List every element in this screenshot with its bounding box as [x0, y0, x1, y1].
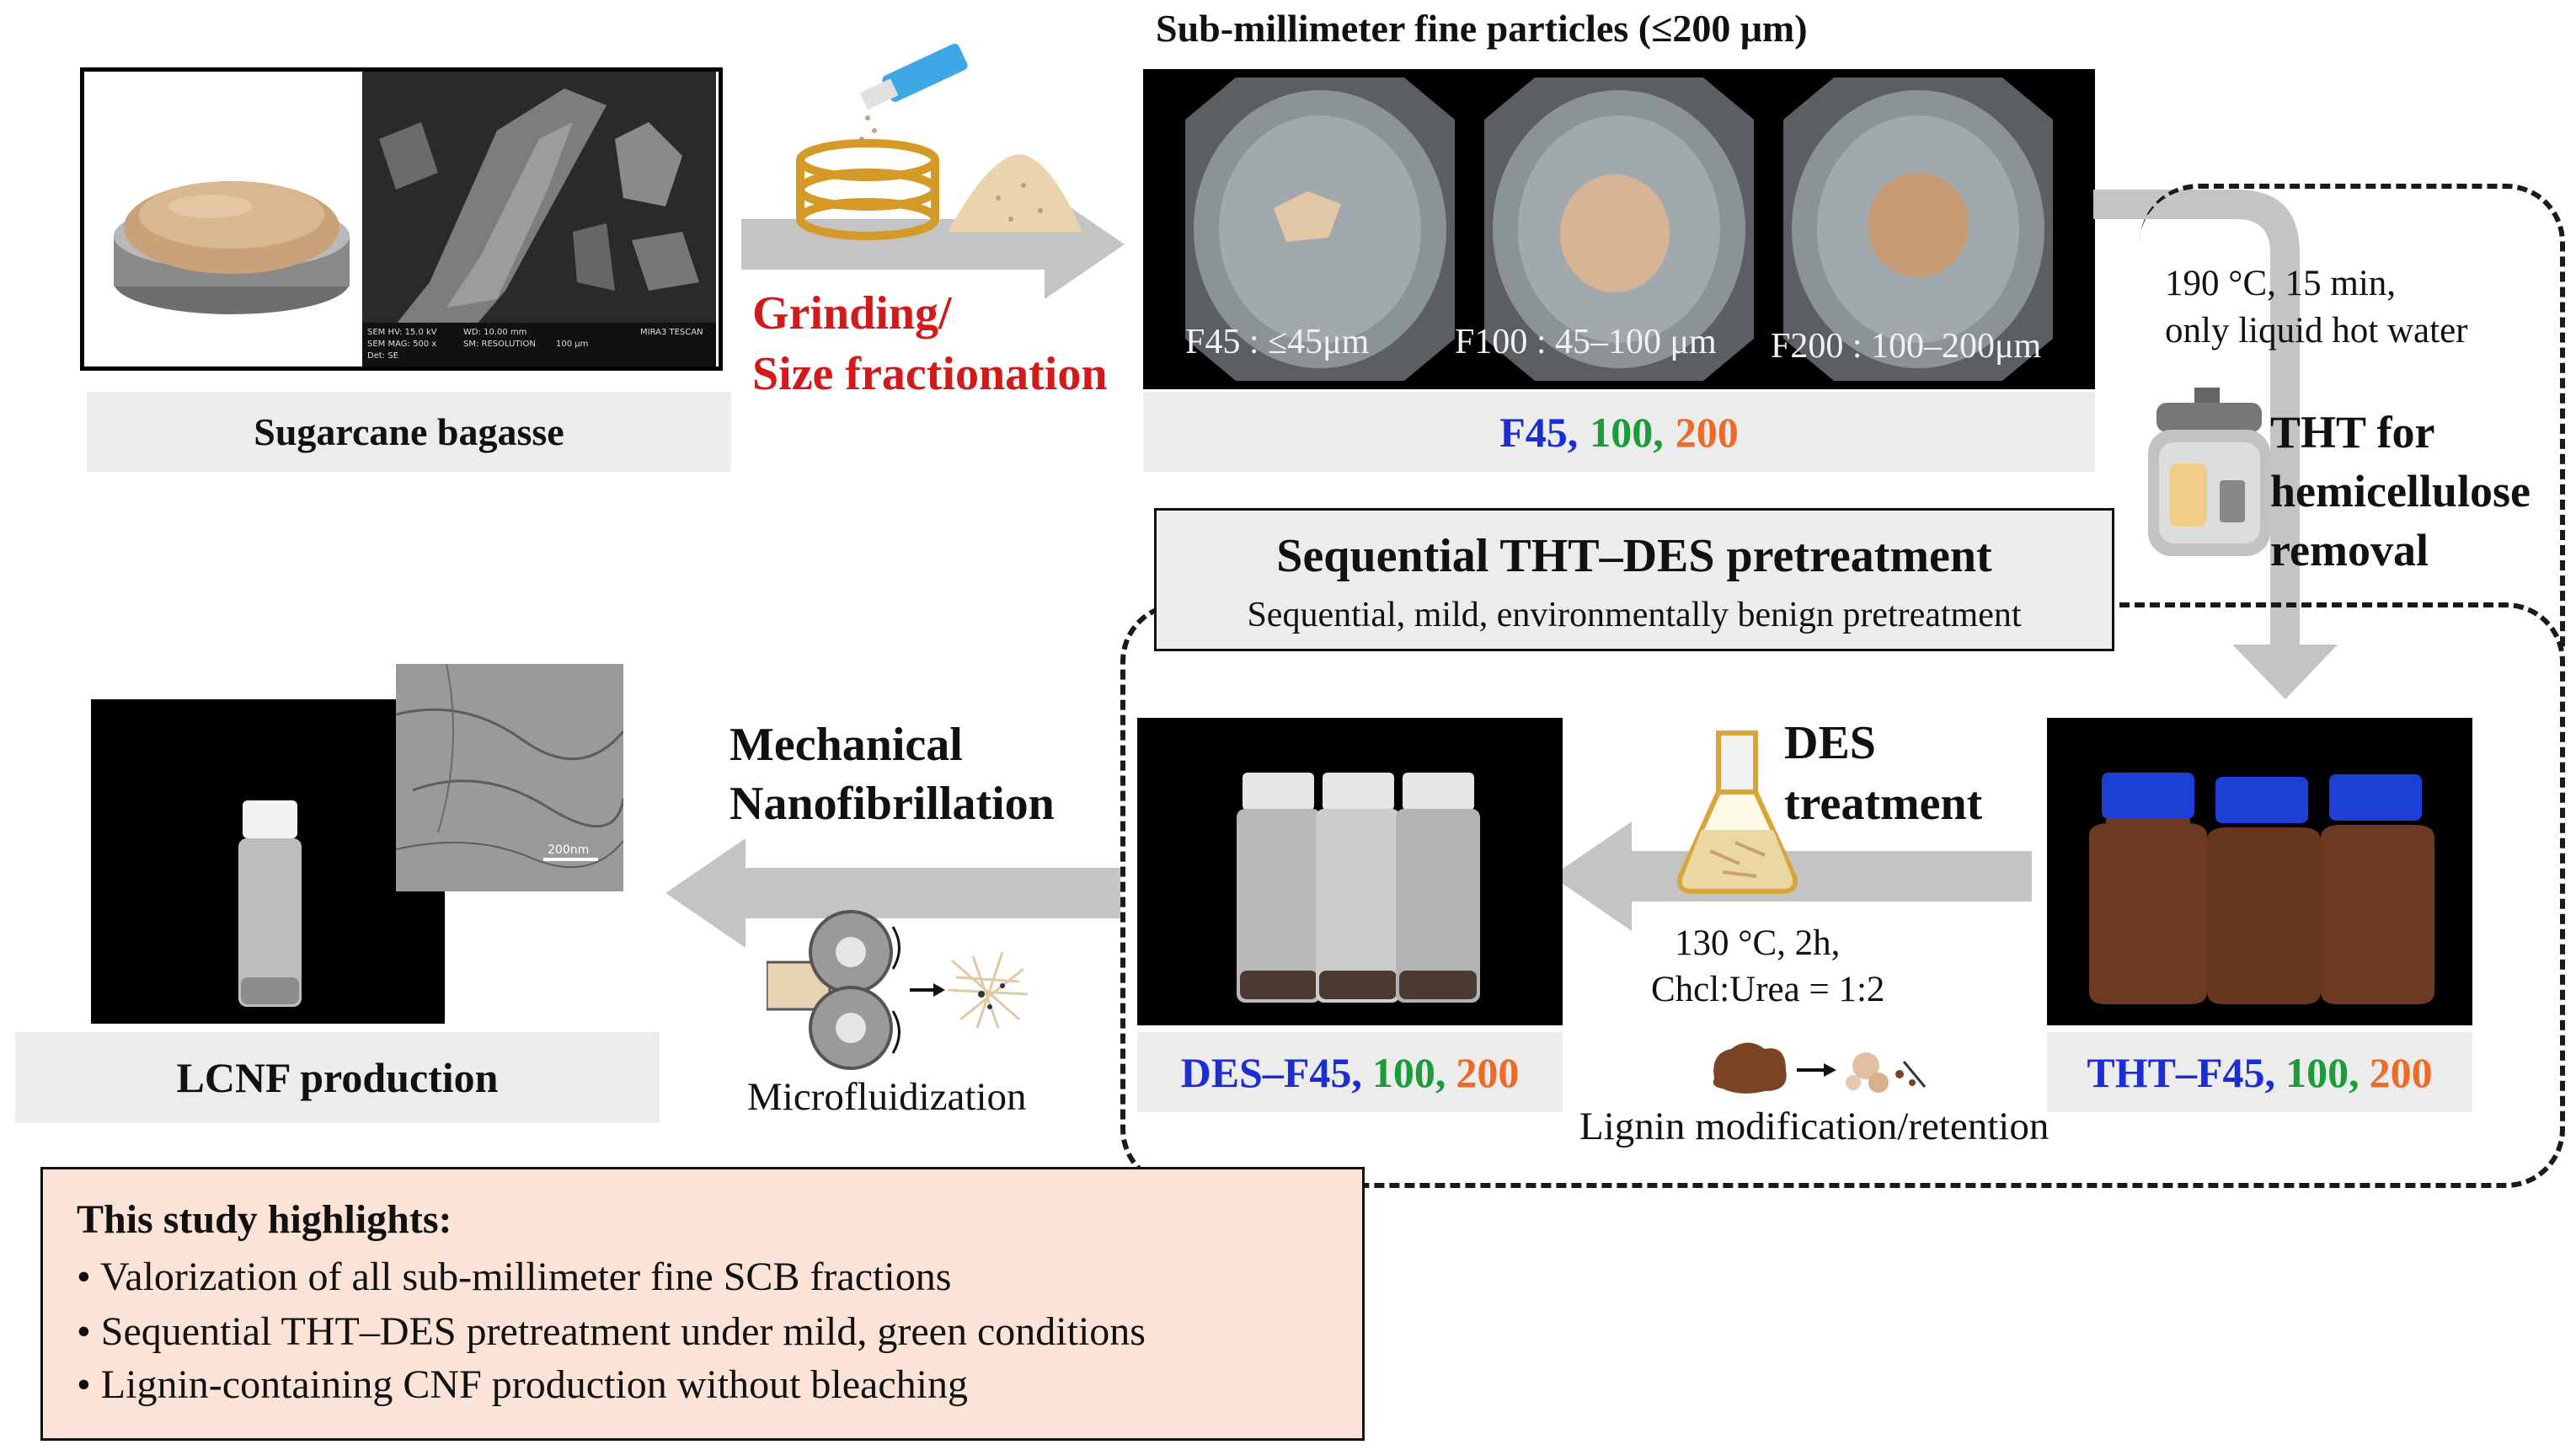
microfluidizer-icon: [767, 910, 1029, 1070]
tem-scale-label: 200nm: [548, 843, 589, 857]
sugarcane-caption: Sugarcane bagasse: [87, 392, 731, 472]
highlight-item-1: • Valorization of all sub-millimeter fin…: [77, 1255, 952, 1299]
tht-caption-f45: THT–F45,: [2087, 1048, 2276, 1096]
sem-info-6: 100 μm: [556, 340, 588, 349]
tht-caption: THT–F45, 100, 200: [2047, 1032, 2472, 1112]
fractions-caption-f45: F45,: [1499, 408, 1579, 456]
flask-icon: [1677, 730, 1798, 894]
microfluidization-label: Microfluidization: [747, 1075, 1027, 1119]
grinding-label-1: Grinding/: [752, 287, 952, 340]
highlights-title: This study highlights:: [77, 1197, 452, 1242]
des-samples-photo: [1137, 718, 1563, 1025]
sieve-icon: [796, 43, 968, 240]
sem-info-7: Det: SE: [367, 351, 398, 361]
tht-caption-200: 200: [2369, 1048, 2433, 1096]
pressure-cooker-icon: [2148, 388, 2270, 556]
mech-label-1: Mechanical: [730, 719, 963, 771]
highlight-item-2: • Sequential THT–DES pretreatment under …: [77, 1309, 1146, 1354]
fractions-caption-100: 100,: [1590, 408, 1664, 456]
grinding-arrow: [741, 190, 1125, 299]
fractions-title: Sub-millimeter fine particles (≤200 μm): [1156, 7, 1808, 50]
lcnf-caption: LCNF production: [15, 1032, 660, 1123]
des-condition-2: Chcl:Urea = 1:2: [1651, 970, 1885, 1009]
tht-label-2: hemicellulose: [2270, 466, 2531, 516]
tht-bend-arrow: [2093, 190, 2338, 699]
des-caption-200: 200: [1456, 1048, 1520, 1096]
tht-condition-2: only liquid hot water: [2165, 311, 2468, 350]
sem-info-5: SM: RESOLUTION: [463, 340, 536, 349]
tht-label-3: removal: [2270, 525, 2429, 575]
f100-label: F100 : 45–100 μm: [1455, 323, 1717, 361]
des-caption-f45: DES–F45,: [1180, 1048, 1362, 1096]
fractions-photo: F45 : ≤45μm F100 : 45–100 μm F200 : 100–…: [1143, 69, 2095, 389]
lcnf-vial-photo: [91, 699, 445, 1024]
bagasse-bowl-image: [114, 181, 350, 314]
sem-micrograph: SEM HV: 15.0 kV WD: 10.00 mm MIRA3 TESCA…: [362, 72, 716, 367]
des-label-1: DES: [1784, 717, 1876, 769]
pretreatment-title-box: Sequential THT–DES pretreatment Sequenti…: [1154, 508, 2114, 651]
tht-label-1: THT for: [2270, 407, 2435, 457]
highlight-item-3: • Lignin-containing CNF production witho…: [77, 1362, 968, 1407]
f200-label: F200 : 100–200μm: [1771, 327, 2042, 366]
tht-condition-1: 190 °C, 15 min,: [2165, 264, 2397, 303]
des-caption: DES–F45, 100, 200: [1137, 1032, 1563, 1112]
tht-caption-100: 100,: [2285, 1048, 2360, 1096]
mech-label-2: Nanofibrillation: [730, 778, 1055, 830]
tht-samples-photo: [2047, 718, 2472, 1025]
pretreatment-subtitle: Sequential, mild, environmentally benign…: [1247, 596, 2022, 634]
pretreatment-title: Sequential THT–DES pretreatment: [1276, 530, 1992, 582]
fractions-caption: F45, 100, 200: [1143, 392, 2095, 472]
sem-info-1: SEM HV: 15.0 kV: [367, 328, 437, 337]
sugarcane-image-frame: SEM HV: 15.0 kV WD: 10.00 mm MIRA3 TESCA…: [80, 67, 723, 371]
sem-info-3: MIRA3 TESCAN: [640, 328, 703, 337]
nanofibrillation-arrow: [665, 838, 1120, 948]
des-caption-100: 100,: [1371, 1048, 1446, 1096]
tem-micrograph: 200nm: [396, 664, 623, 891]
grinding-label-2: Size fractionation: [752, 348, 1108, 400]
pretreatment-boundary-top: [2140, 184, 2565, 651]
sem-info-4: SEM MAG: 500 x: [367, 340, 436, 349]
powder-pile-icon: [948, 154, 1082, 232]
lignin-label: Lignin modification/retention: [1579, 1105, 2050, 1148]
highlights-box: This study highlights: • Valorization of…: [40, 1167, 1365, 1441]
des-label-2: treatment: [1784, 778, 1983, 830]
fractions-caption-200: 200: [1675, 408, 1739, 456]
f45-label: F45 : ≤45μm: [1185, 323, 1370, 361]
des-condition-1: 130 °C, 2h,: [1675, 923, 1841, 963]
sem-info-2: WD: 10.00 mm: [463, 328, 526, 337]
lignin-modification-icon: [1713, 1042, 1927, 1094]
